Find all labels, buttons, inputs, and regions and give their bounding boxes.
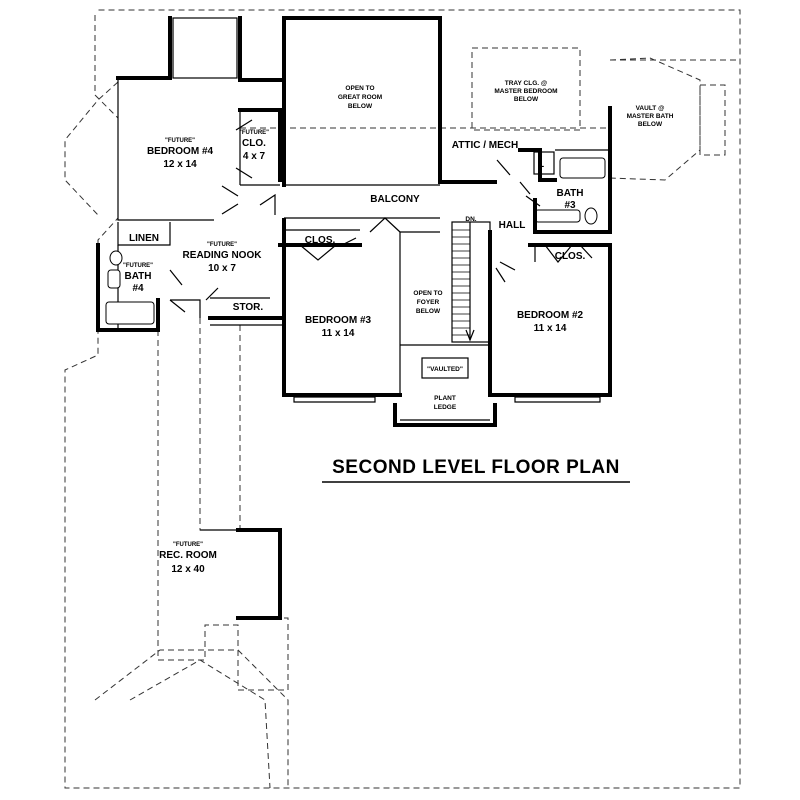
stair (451, 221, 491, 343)
bedroom3-label: BEDROOM #3 (305, 315, 372, 326)
bedroom4-label: BEDROOM #4 (147, 146, 214, 157)
great-room-line3: BELOW (348, 103, 373, 110)
nook-size: 10 x 7 (208, 263, 236, 274)
bedroom4-tag: "FUTURE" (165, 138, 195, 144)
dn-label: DN. (465, 216, 476, 223)
plant-line2: LEDGE (434, 404, 457, 411)
vault-line1: VAULT @ (636, 105, 665, 112)
vault-line2: MASTER BATH (627, 113, 674, 120)
balcony-label: BALCONY (370, 194, 420, 205)
stor-label: STOR. (233, 302, 264, 313)
tray-line1: TRAY CLG. @ (505, 80, 547, 87)
roof-outline-dashed (64, 9, 741, 789)
bath4-num: #4 (132, 283, 144, 294)
tray-line2: MASTER BEDROOM (494, 88, 557, 95)
bedroom2-label: BEDROOM #2 (517, 310, 584, 321)
bath3-label: BATH (556, 188, 583, 199)
bath4-tag: "FUTURE" (123, 263, 153, 269)
linen-label: LINEN (129, 233, 159, 244)
clos3-label: CLOS. (305, 235, 336, 246)
west-wing-walls (96, 222, 286, 332)
great-room-open-below (282, 16, 442, 187)
bedroom4-walls (116, 16, 282, 221)
foyer-line2: FOYER (417, 299, 440, 306)
vault-line3: BELOW (638, 121, 663, 128)
bath4-label: BATH (124, 271, 151, 282)
foyer-plant-ledge (393, 344, 497, 427)
plan-title: SECOND LEVEL FLOOR PLAN (332, 457, 620, 478)
bedroom3-size: 11 x 14 (322, 328, 355, 339)
great-room-line1: OPEN TO (345, 85, 374, 92)
rec-size: 12 x 40 (171, 564, 205, 575)
bath3-num: #3 (564, 200, 576, 211)
great-room-line2: GREAT ROOM (338, 94, 382, 101)
clo-tag: "FUTURE" (239, 130, 269, 136)
bedroom2-size: 11 x 14 (534, 323, 567, 334)
attic-walls (438, 106, 612, 232)
bedroom4-size: 12 x 14 (163, 159, 197, 170)
rec-tag: "FUTURE" (173, 542, 203, 548)
rec-label: REC. ROOM (159, 550, 217, 561)
foyer-line1: OPEN TO (413, 290, 442, 297)
attic-label: ATTIC / MECH (452, 140, 518, 151)
vaulted-label: "VAULTED" (427, 366, 463, 373)
bedroom3-walls (278, 218, 402, 403)
tray-line3: BELOW (514, 96, 539, 103)
nook-label: READING NOOK (183, 250, 263, 261)
foyer-line3: BELOW (416, 308, 441, 315)
bedroom2-walls (488, 230, 612, 403)
nook-tag: "FUTURE" (207, 242, 237, 248)
plant-line1: PLANT (434, 395, 456, 402)
hall-label: HALL (499, 220, 526, 231)
l-closet-label: L (538, 159, 544, 170)
bath3-fixtures (525, 157, 612, 234)
rec-room-walls (200, 528, 282, 620)
balcony-hall-walls (259, 193, 440, 233)
clos2-label: CLOS. (555, 251, 586, 262)
clo-label: CLO. (242, 138, 266, 149)
clo-size: 4 x 7 (243, 151, 266, 162)
